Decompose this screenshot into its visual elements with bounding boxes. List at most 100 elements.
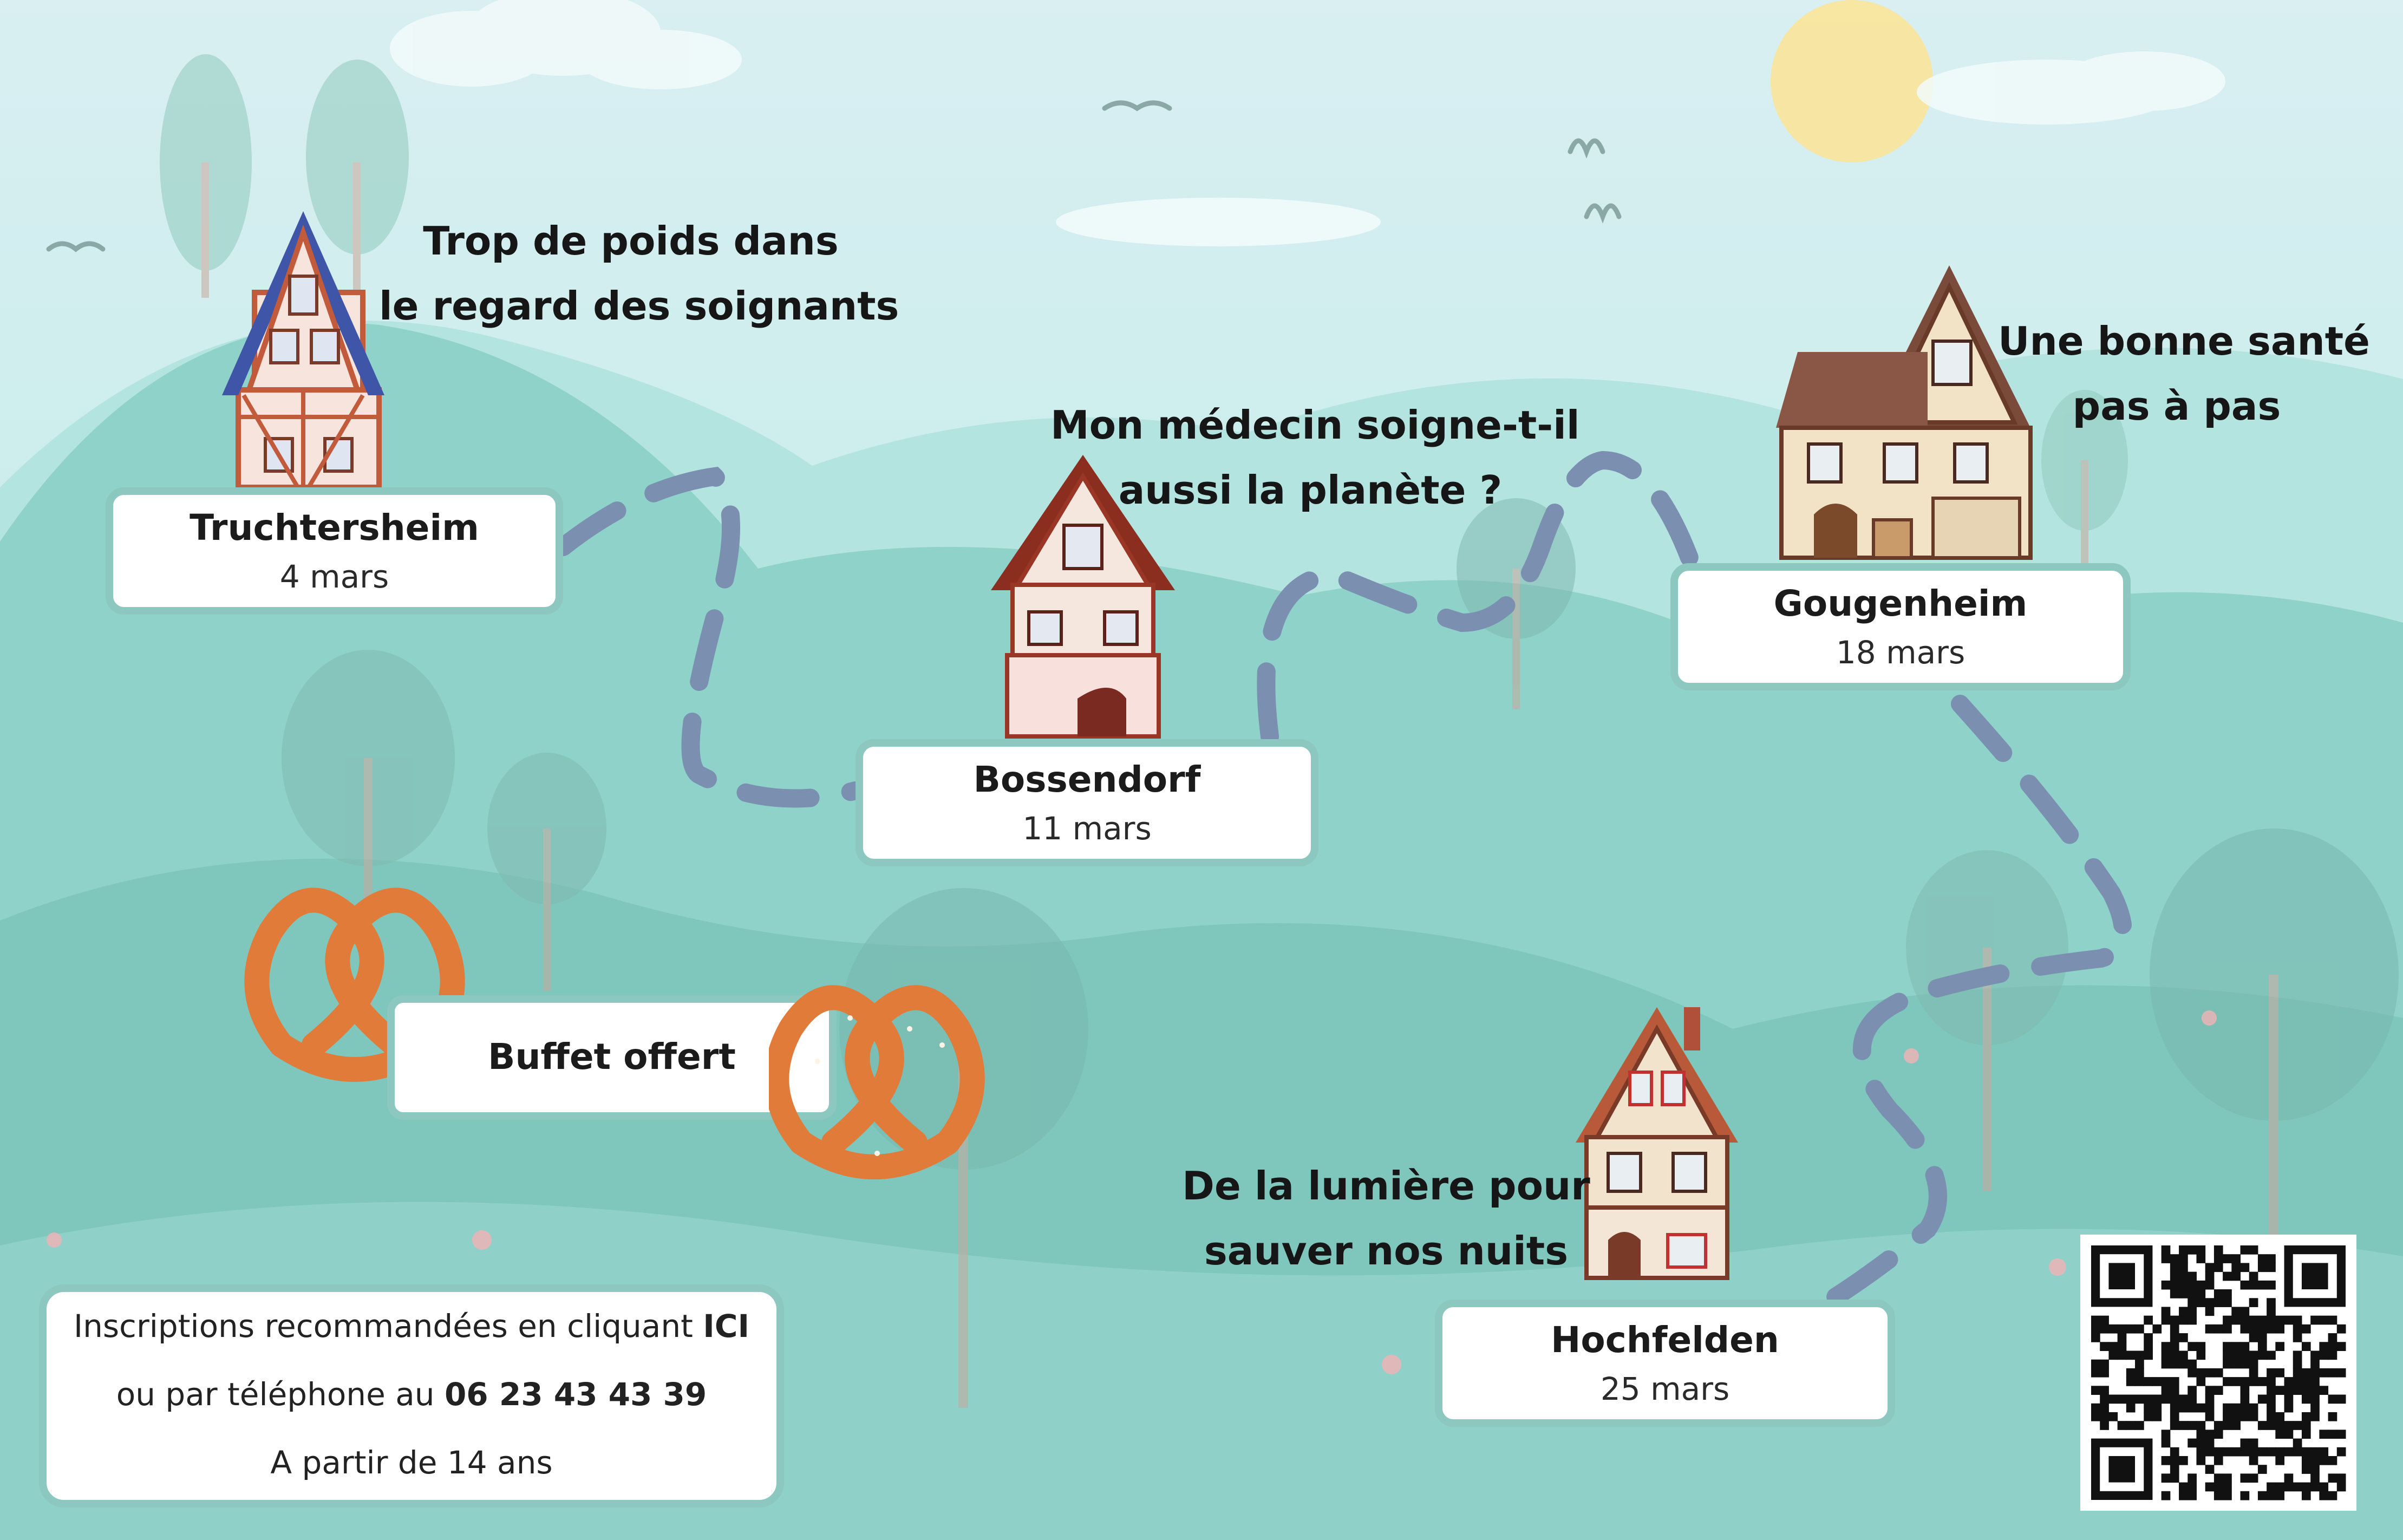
qr-module bbox=[2249, 1271, 2258, 1281]
qr-module bbox=[2091, 1324, 2100, 1334]
qr-module bbox=[2187, 1307, 2197, 1316]
qr-module bbox=[2240, 1377, 2250, 1386]
stop-date: 11 mars bbox=[1022, 810, 1152, 847]
qr-module bbox=[2108, 1412, 2118, 1421]
qr-module bbox=[2249, 1324, 2258, 1334]
qr-module bbox=[2240, 1342, 2250, 1351]
qr-module bbox=[2267, 1491, 2276, 1500]
qr-module bbox=[2196, 1289, 2206, 1298]
registration-line: Inscriptions recommandées en cliquant IC… bbox=[47, 1292, 776, 1360]
qr-module bbox=[2179, 1456, 2188, 1465]
qr-module bbox=[2205, 1412, 2215, 1421]
talk-title: Mon médecin soigne-t-il aussi la planète… bbox=[1050, 393, 1580, 523]
qr-module bbox=[2223, 1254, 2232, 1263]
qr-module bbox=[2170, 1333, 2179, 1342]
qr-module bbox=[2257, 1324, 2267, 1334]
qr-module bbox=[2310, 1412, 2320, 1421]
qr-module bbox=[2179, 1359, 2188, 1369]
qr-module bbox=[2301, 1368, 2311, 1378]
qr-module bbox=[2267, 1412, 2276, 1421]
stop-city: Bossendorf bbox=[973, 759, 1201, 800]
qr-module bbox=[2249, 1473, 2258, 1483]
qr-module bbox=[2100, 1359, 2109, 1369]
qr-module bbox=[2100, 1386, 2109, 1395]
qr-module bbox=[2205, 1430, 2215, 1439]
qr-module bbox=[2205, 1465, 2215, 1474]
qr-module bbox=[2319, 1491, 2329, 1500]
qr-module bbox=[2293, 1421, 2302, 1430]
qr-module bbox=[2213, 1254, 2223, 1263]
qr-module bbox=[2249, 1350, 2258, 1360]
qr-module bbox=[2310, 1456, 2320, 1465]
qr-module bbox=[2231, 1342, 2241, 1351]
qr-module bbox=[2196, 1447, 2206, 1457]
qr-module bbox=[2100, 1342, 2109, 1351]
qr-module bbox=[2240, 1307, 2250, 1316]
qr-module bbox=[2310, 1350, 2320, 1360]
stop-city: Gougenheim bbox=[1773, 583, 2028, 624]
qr-module bbox=[2284, 1394, 2294, 1404]
qr-module bbox=[2257, 1447, 2267, 1457]
qr-module bbox=[2205, 1447, 2215, 1457]
qr-module bbox=[2170, 1394, 2179, 1404]
qr-module bbox=[2240, 1359, 2250, 1369]
qr-module bbox=[2231, 1359, 2241, 1369]
qr-module bbox=[2336, 1342, 2346, 1351]
qr-module bbox=[2257, 1377, 2267, 1386]
qr-module bbox=[2161, 1359, 2171, 1369]
qr-module bbox=[2284, 1315, 2294, 1325]
qr-module bbox=[2100, 1412, 2109, 1421]
qr-module bbox=[2293, 1447, 2302, 1457]
qr-module bbox=[2223, 1342, 2232, 1351]
qr-module bbox=[2152, 1377, 2162, 1386]
stop-card-truchtersheim: Truchtersheim 4 mars bbox=[106, 487, 563, 615]
qr-module bbox=[2179, 1263, 2188, 1273]
qr-module bbox=[2213, 1473, 2223, 1483]
qr-module bbox=[2249, 1245, 2258, 1255]
qr-code-icon[interactable] bbox=[2080, 1235, 2356, 1511]
qr-module bbox=[2240, 1245, 2250, 1255]
qr-module bbox=[2284, 1386, 2294, 1395]
qr-module bbox=[2240, 1315, 2250, 1325]
registration-link[interactable]: ICI bbox=[703, 1308, 750, 1345]
qr-module bbox=[2336, 1430, 2346, 1439]
timber-house-icon bbox=[1576, 1007, 1738, 1280]
qr-module bbox=[2179, 1333, 2188, 1342]
qr-module bbox=[2179, 1394, 2188, 1404]
qr-module bbox=[2223, 1298, 2232, 1307]
qr-module bbox=[2205, 1307, 2215, 1316]
qr-module bbox=[2170, 1386, 2179, 1395]
qr-module bbox=[2240, 1491, 2250, 1500]
qr-module bbox=[2161, 1377, 2171, 1386]
qr-module bbox=[2179, 1491, 2188, 1500]
qr-module bbox=[2135, 1350, 2144, 1360]
qr-module bbox=[2310, 1359, 2320, 1369]
qr-module bbox=[2231, 1412, 2241, 1421]
qr-module bbox=[2328, 1473, 2337, 1483]
route-path bbox=[554, 466, 865, 808]
qr-module bbox=[2213, 1482, 2223, 1492]
qr-module bbox=[2170, 1456, 2179, 1465]
qr-module bbox=[2293, 1350, 2302, 1360]
qr-module bbox=[2135, 1377, 2144, 1386]
qr-module bbox=[2257, 1421, 2267, 1430]
qr-module bbox=[2196, 1368, 2206, 1378]
stop-date: 18 mars bbox=[1836, 634, 1966, 671]
qr-module bbox=[2328, 1368, 2337, 1378]
qr-module bbox=[2301, 1377, 2311, 1386]
qr-module bbox=[2257, 1315, 2267, 1325]
qr-module bbox=[2223, 1324, 2232, 1334]
qr-module bbox=[2196, 1342, 2206, 1351]
qr-module bbox=[2249, 1377, 2258, 1386]
qr-module bbox=[2231, 1421, 2241, 1430]
qr-module bbox=[2267, 1298, 2276, 1307]
qr-module bbox=[2100, 1368, 2109, 1378]
qr-module bbox=[2231, 1271, 2241, 1281]
qr-module bbox=[2091, 1359, 2100, 1369]
qr-module bbox=[2213, 1491, 2223, 1500]
qr-module bbox=[2249, 1298, 2258, 1307]
qr-module bbox=[2301, 1412, 2311, 1421]
qr-module bbox=[2135, 1324, 2144, 1334]
qr-module bbox=[2293, 1315, 2302, 1325]
qr-finder bbox=[2108, 1263, 2136, 1290]
